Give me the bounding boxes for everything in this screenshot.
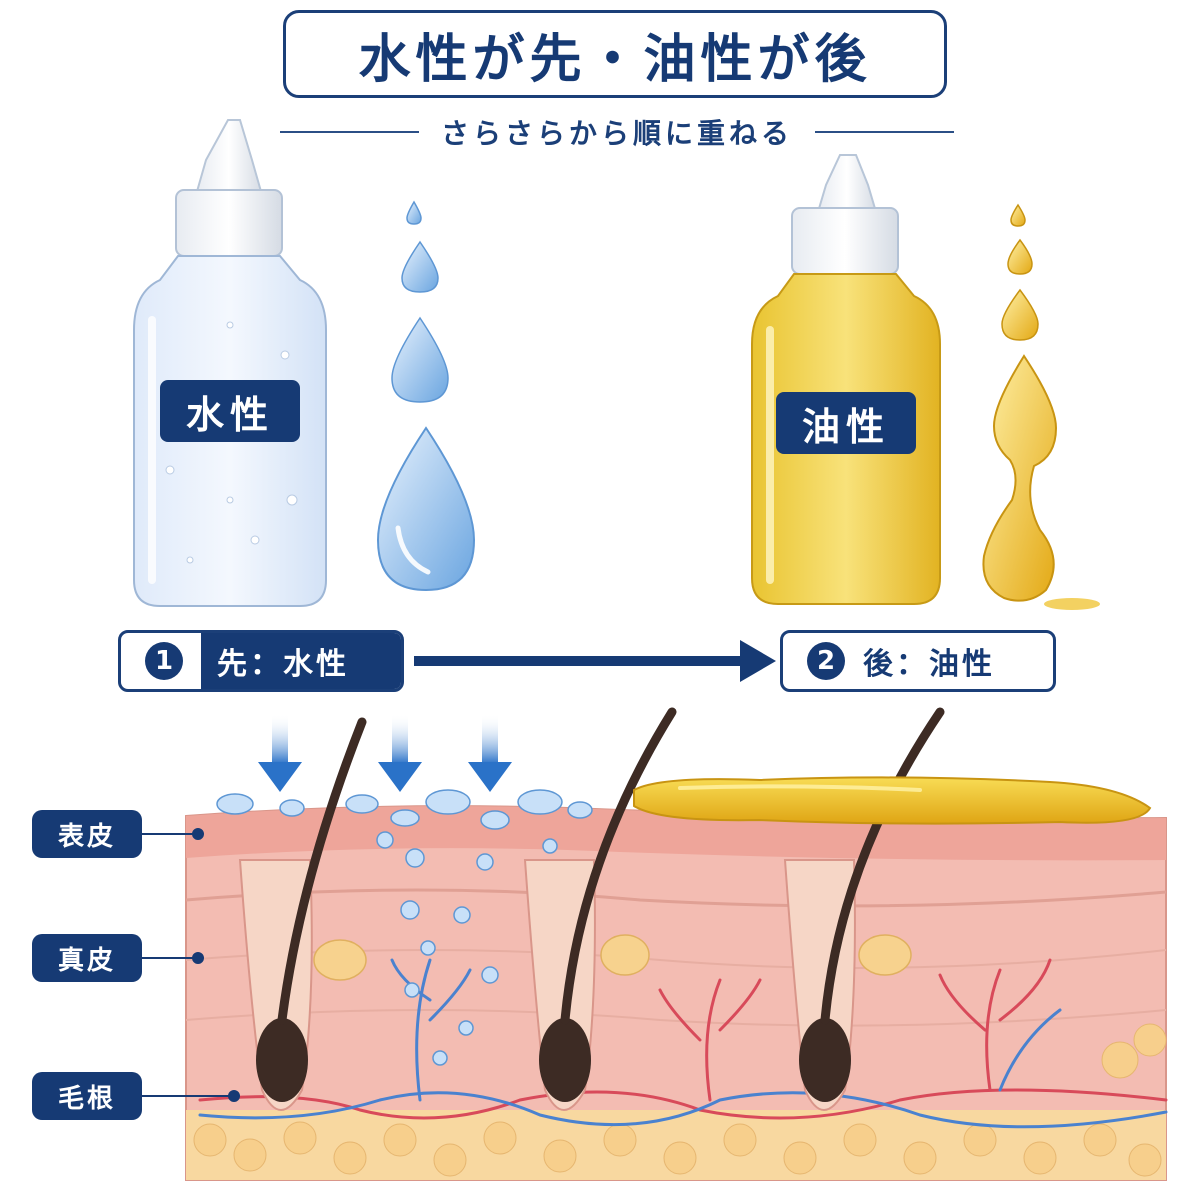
- step-1-box: 1 先：水性: [118, 630, 404, 692]
- step-arrow: [414, 640, 776, 682]
- page-title: 水性が先・油性が後: [358, 29, 872, 90]
- subtitle-line-left: [280, 131, 419, 133]
- hair-root-tag: 毛根: [32, 1072, 142, 1120]
- step-1-number: 1: [145, 642, 183, 680]
- water-bottle: [133, 119, 327, 607]
- layer-leader-lines: [142, 828, 240, 1102]
- subtitle: さらさらから順に重ねる: [441, 117, 794, 150]
- penetration-arrows: [258, 714, 512, 792]
- subtitle-line-right: [815, 131, 955, 133]
- subtitle-row: さらさらから順に重ねる: [280, 112, 955, 152]
- step-2-number: 2: [807, 642, 845, 680]
- step-1-label-bg: 先：水性: [201, 633, 401, 689]
- hair-follicles: [238, 707, 945, 1111]
- oil-bottle-label: 油性: [776, 392, 916, 454]
- epidermis-tag: 表皮: [32, 810, 142, 858]
- water-bottle-label: 水性: [160, 380, 300, 442]
- step-2-box: 2 後：油性: [780, 630, 1056, 692]
- oil-drops: [982, 203, 1100, 610]
- step-1-label: 先：水性: [217, 647, 349, 682]
- skin-cross-section: [185, 707, 1168, 1181]
- title-box: 水性が先・油性が後: [283, 10, 947, 98]
- dermis-tag: 真皮: [32, 934, 142, 982]
- water-drops: [376, 200, 476, 592]
- oil-bottle: [751, 154, 941, 605]
- step-2-label: 後：油性: [863, 647, 995, 682]
